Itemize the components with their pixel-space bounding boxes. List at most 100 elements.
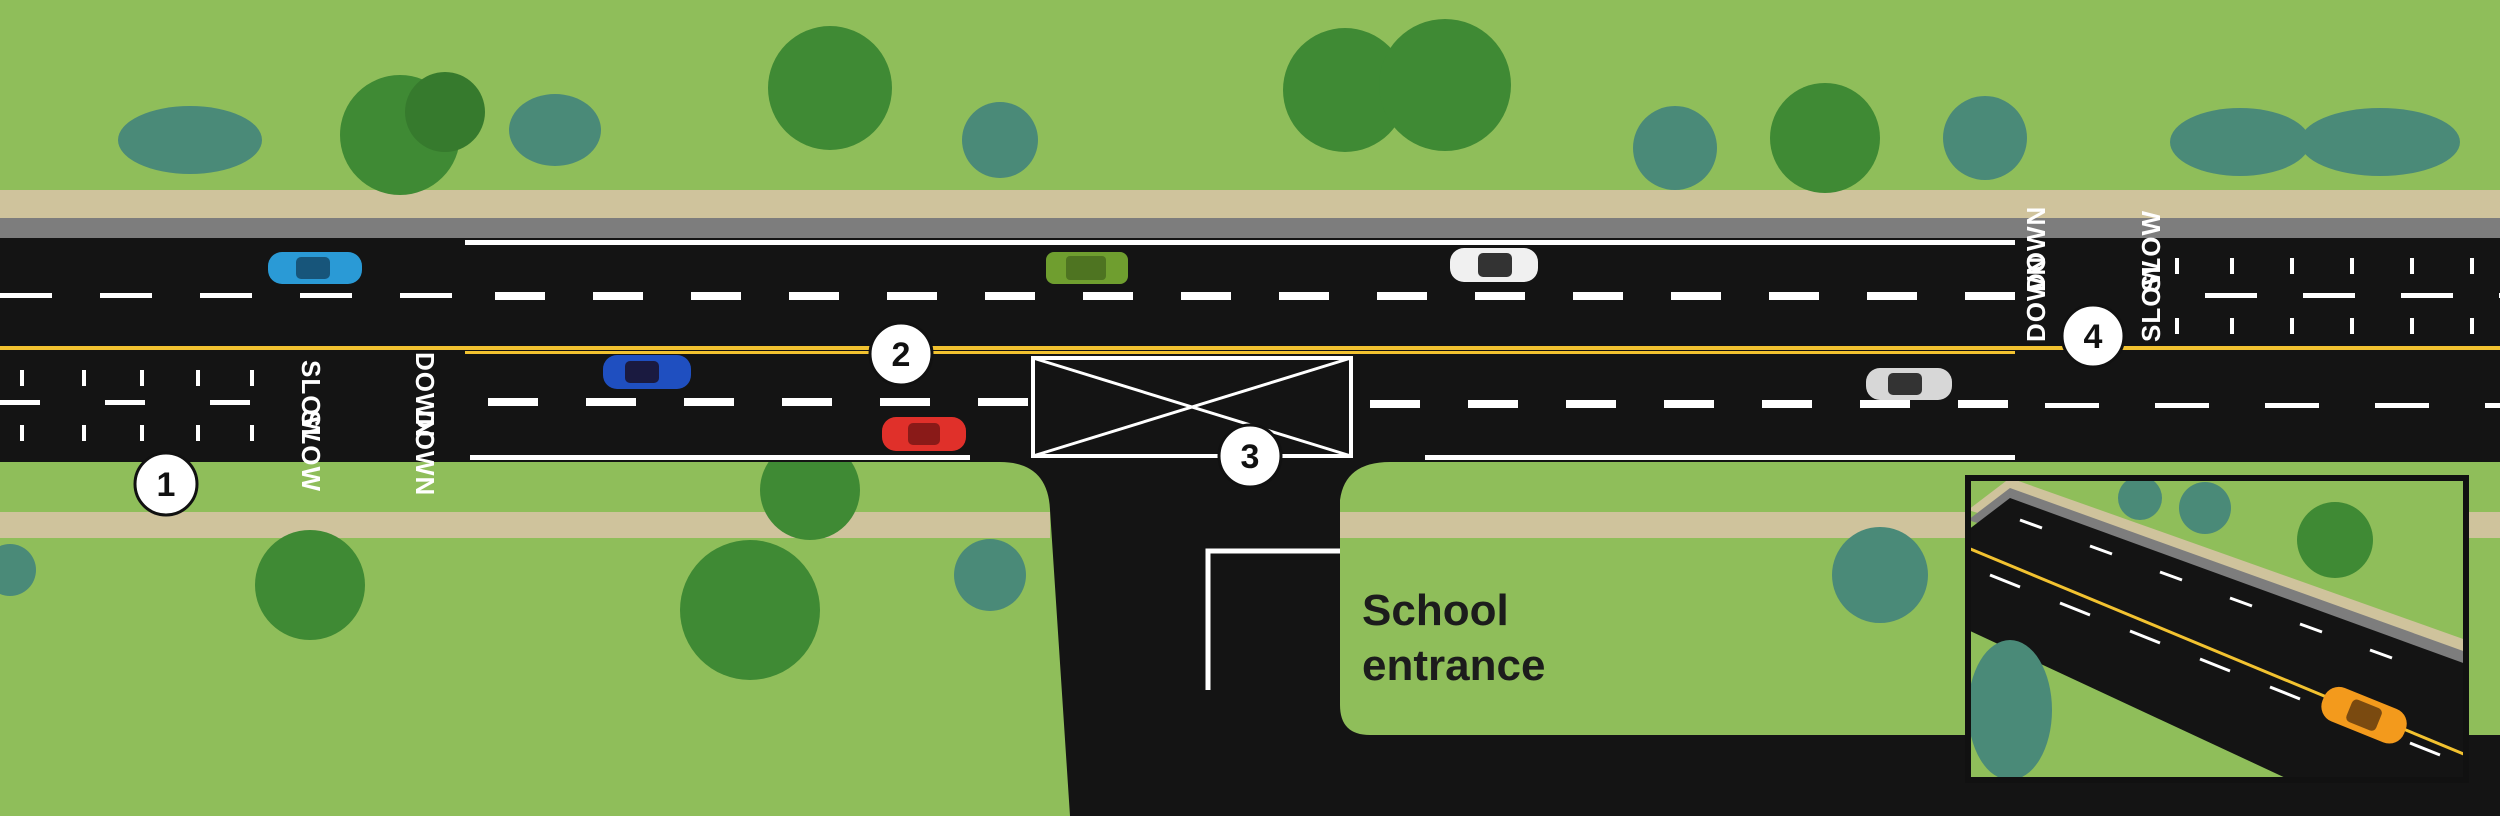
- speed-bump-tick: [2230, 258, 2234, 274]
- speed-bump-tick: [140, 425, 144, 441]
- lane-dash: [1664, 400, 1714, 408]
- lane-dash: [1671, 292, 1721, 300]
- driveway-stop-marking: [1205, 548, 1340, 690]
- lane-dash: [2485, 403, 2500, 408]
- road-word-down-left-1: DOWN: [410, 410, 440, 496]
- speed-bump-tick: [2410, 318, 2414, 334]
- lane-dash: [1475, 292, 1525, 300]
- speed-bump-tick: [2350, 258, 2354, 274]
- lane-dash: [1860, 400, 1910, 408]
- blue-car: [268, 252, 362, 284]
- inset-lane-dash: [2159, 570, 2183, 582]
- speed-bump-tick: [2410, 258, 2414, 274]
- speed-bump-tick: [250, 425, 254, 441]
- lane-dash: [1370, 400, 1420, 408]
- speed-bump-tick: [20, 370, 24, 386]
- svg-text:2: 2: [892, 336, 911, 374]
- speed-bump-tick: [82, 370, 86, 386]
- lane-dash: [488, 398, 538, 406]
- lane-dash: [1181, 292, 1231, 300]
- lane-dash: [691, 292, 741, 300]
- speed-bump-tick: [140, 370, 144, 386]
- white-car: [1450, 248, 1538, 282]
- road-word-down-left-2: DOWN: [410, 352, 440, 438]
- lane-dash: [1279, 292, 1329, 300]
- marker-1: 1: [133, 451, 199, 517]
- lane-dash: [2155, 403, 2209, 408]
- lane-dash: [1573, 292, 1623, 300]
- cars: [268, 248, 1952, 451]
- sidewalk-north: [0, 190, 2500, 218]
- curb-north: [0, 218, 2500, 238]
- lane-dash: [1566, 400, 1616, 408]
- speed-bump-tick: [20, 425, 24, 441]
- inset-view: [1965, 475, 2469, 783]
- inset-lane-dash: [1989, 573, 2021, 589]
- lane-dash: [495, 292, 545, 300]
- lane-dash: [2303, 293, 2355, 298]
- inset-lane-dash: [2229, 596, 2253, 608]
- speed-bump-tick: [2470, 258, 2474, 274]
- speed-bump-tick: [2470, 318, 2474, 334]
- green-car: [1046, 252, 1128, 284]
- lane-dash: [1769, 292, 1819, 300]
- lane-dash: [782, 398, 832, 406]
- speed-bump-tick: [196, 425, 200, 441]
- lane-dash: [1377, 292, 1427, 300]
- center-line: [0, 346, 2500, 350]
- school-label-line2: entrance: [1362, 641, 1545, 690]
- inset-lane-dash: [2299, 622, 2323, 634]
- lane-dash: [105, 400, 145, 405]
- lane-dash: [400, 293, 452, 298]
- lane-dash: [985, 292, 1035, 300]
- lane-dash: [880, 398, 930, 406]
- road-word-slow-right-1: SLOW: [2136, 210, 2166, 292]
- speed-bump-tick: [196, 370, 200, 386]
- speed-bump-tick: [2350, 318, 2354, 334]
- lane-dash: [300, 293, 352, 298]
- lane-dash: [1965, 292, 2015, 300]
- speed-bump-tick: [2175, 318, 2179, 334]
- lane-dash: [0, 400, 40, 405]
- svg-text:3: 3: [1241, 438, 1260, 476]
- lane-dash: [2265, 403, 2319, 408]
- lane-dash: [1468, 400, 1518, 408]
- road-word-slow-right-2: SLOW: [2136, 260, 2166, 342]
- speed-bump-tick: [2175, 258, 2179, 274]
- lane-dashes: [0, 292, 2500, 408]
- speed-bump-tick: [82, 425, 86, 441]
- navy-car: [603, 355, 691, 389]
- inset-frame: [1965, 475, 2469, 783]
- orange-car: [2321, 686, 2407, 744]
- inset-lane-dash: [2129, 629, 2161, 645]
- inset-lane-dash: [2059, 601, 2091, 617]
- lane-dash: [2205, 293, 2257, 298]
- lane-dash: [0, 293, 52, 298]
- svg-text:4: 4: [2084, 318, 2103, 356]
- lane-dash: [887, 292, 937, 300]
- silver-car: [1866, 368, 1952, 400]
- road-word-slow-left-2: SLOW: [296, 360, 326, 442]
- trees-south: [0, 440, 1928, 680]
- lane-dash: [2375, 403, 2429, 408]
- svg-text:1: 1: [157, 466, 176, 504]
- lane-dash: [1958, 400, 2008, 408]
- school-label-line1: School: [1362, 586, 1509, 635]
- lane-dash: [684, 398, 734, 406]
- inset-lane-dash: [2089, 544, 2113, 556]
- lane-dash: [200, 293, 252, 298]
- edge-line-north: [465, 240, 2015, 245]
- marker-4: 4: [2060, 303, 2126, 369]
- center-line-inner: [465, 351, 2015, 354]
- lane-dash: [210, 400, 250, 405]
- inset-lane-dash: [2019, 518, 2043, 530]
- speed-bump-tick: [2230, 318, 2234, 334]
- lane-dash: [586, 398, 636, 406]
- lane-dash: [978, 398, 1028, 406]
- lane-dash: [789, 292, 839, 300]
- edge-line-south-right: [1425, 455, 2015, 460]
- lane-dash: [2045, 403, 2099, 408]
- speed-bump-tick: [250, 370, 254, 386]
- lane-dash: [593, 292, 643, 300]
